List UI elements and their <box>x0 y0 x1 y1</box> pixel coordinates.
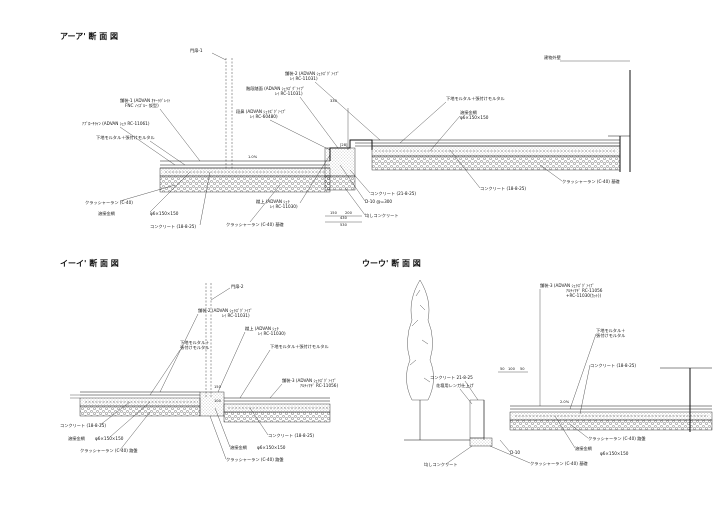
svg-text:100: 100 <box>214 399 222 403</box>
svg-text:コンクリート 21-8-25: コンクリート 21-8-25 <box>430 375 473 381</box>
svg-text:コンクリート (18-8-25): コンクリート (18-8-25) <box>480 186 526 192</box>
svg-text:下地モルタル＋: 下地モルタル＋ <box>596 327 625 334</box>
svg-text:100: 100 <box>508 367 516 371</box>
svg-text:クラッシャーラン (C-40) 基礎: クラッシャーラン (C-40) 基礎 <box>562 178 620 185</box>
svg-text:溶接金網: 溶接金網 <box>98 210 115 217</box>
svg-text:ﾚｲ RC-11031): ﾚｲ RC-11031) <box>290 76 318 81</box>
svg-text:D-10: D-10 <box>510 450 520 455</box>
section-ii: イーイ' 断 面 図 門扉-2 150 100 舗装-2 (ADVAN ｼｪﾗｽ… <box>60 258 338 463</box>
svg-text:均しコンクリート: 均しコンクリート <box>365 212 399 219</box>
section-aa: アーア' 断 面 図 門扉-1 1.0% 330 [28] 150 <box>60 31 631 230</box>
svg-text:下地モルタル＋: 下地モルタル＋ <box>180 339 209 346</box>
svg-text:コンクリート (18-8-25): コンクリート (18-8-25) <box>150 224 196 230</box>
svg-text:クラッシャーラン (C-40) 基礎: クラッシャーラン (C-40) 基礎 <box>226 221 284 228</box>
svg-text:蹴上 (ADVAN ｼｪﾗ: 蹴上 (ADVAN ｼｪﾗ <box>256 198 290 205</box>
svg-text:コンクリート (18-8-25): コンクリート (18-8-25) <box>268 433 314 439</box>
svg-text:舗装-3 (ADVAN ｼｪﾗｽﾞｸﾞｧｲﾌﾟ: 舗装-3 (ADVAN ｼｪﾗｽﾞｸﾞｧｲﾌﾟ <box>282 377 337 384</box>
svg-text:舗装-2 (ADVAN ｼｪﾗｽﾞｸﾞｧｲﾌﾟ: 舗装-2 (ADVAN ｼｪﾗｽﾞｸﾞｧｲﾌﾟ <box>198 307 253 314</box>
svg-text:クラッシャーラン (C-40): クラッシャーラン (C-40) <box>85 200 133 206</box>
svg-text:コンクリート (21-8-25): コンクリート (21-8-25) <box>370 191 416 197</box>
svg-text:D-10 @=300: D-10 @=300 <box>365 199 392 204</box>
svg-text:舗装-1 (ADVAN ｵﾃｰﾗｸﾞﾚｲﾄ: 舗装-1 (ADVAN ｵﾃｰﾗｸﾞﾚｲﾄ <box>120 97 170 104</box>
dim-200: 200 <box>345 211 353 215</box>
svg-text:花壇用レンガ仕上げ: 花壇用レンガ仕上げ <box>436 382 475 389</box>
svg-text:クラッシャーラン (C-40) 路盤: クラッシャーラン (C-40) 路盤 <box>80 447 138 454</box>
svg-text:φ6×150×150: φ6×150×150 <box>150 211 179 216</box>
svg-text:門扉-2: 門扉-2 <box>231 283 244 290</box>
svg-text:+RC-11030(ｶｯﾄ)): +RC-11030(ｶｯﾄ)) <box>566 293 602 299</box>
gate1-label: 門扉-1 <box>190 47 203 54</box>
svg-text:溶接金網: 溶接金網 <box>575 445 592 452</box>
svg-text:舗装-3 (ADVAN ｼｪﾗｽﾞｸﾞｧｲﾌﾟ: 舗装-3 (ADVAN ｼｪﾗｽﾞｸﾞｧｲﾌﾟ <box>540 282 595 289</box>
svg-text:ﾚｲ RC-60480): ﾚｲ RC-60480) <box>250 114 278 119</box>
svg-text:ｱﾙﾃｨﾏﾃﾞ RC-11056): ｱﾙﾃｨﾏﾃﾞ RC-11056) <box>300 383 338 389</box>
section-uu: ウーウ' 断 面 図 2.0% 50 100 50 舗装-3 (ADVAN ｼｪ… <box>362 258 713 468</box>
svg-text:ﾚｲ RC-11031): ﾚｲ RC-11031) <box>275 91 303 96</box>
svg-text:50: 50 <box>520 367 525 371</box>
svg-text:階段踏面 (ADVAN ｼｪﾗｽﾞｸﾞｧｲﾌﾟ: 階段踏面 (ADVAN ｼｪﾗｽﾞｸﾞｧｲﾌﾟ <box>246 85 305 92</box>
svg-text:2.0%: 2.0% <box>560 400 570 404</box>
svg-text:φ6×150×150: φ6×150×150 <box>600 451 629 456</box>
dim-150: 150 <box>330 211 338 215</box>
svg-text:φ6×150×150: φ6×150×150 <box>95 436 124 441</box>
svg-text:150: 150 <box>214 385 222 389</box>
section-uu-title: ウーウ' 断 面 図 <box>362 258 421 268</box>
svg-text:FNC ﾉｲｽﾞﾙｰ 仮型): FNC ﾉｲｽﾞﾙｰ 仮型) <box>125 102 159 109</box>
svg-text:溶接金網: 溶接金網 <box>230 444 247 451</box>
svg-text:φ6×150×150: φ6×150×150 <box>460 115 489 120</box>
slope-label: 1.0% <box>248 155 258 159</box>
svg-text:建物外壁: 建物外壁 <box>544 54 561 61</box>
svg-text:コンクリート (18-8-25): コンクリート (18-8-25) <box>590 363 636 369</box>
svg-text:溶接金網: 溶接金網 <box>68 435 85 442</box>
svg-text:ﾚｲ RC-11031): ﾚｲ RC-11031) <box>222 313 250 318</box>
svg-text:φ6×150×150: φ6×150×150 <box>257 445 286 450</box>
svg-text:ﾚｲ RC-11030): ﾚｲ RC-11030) <box>270 204 298 209</box>
svg-text:50: 50 <box>500 367 505 371</box>
svg-text:張付けモルタル: 張付けモルタル <box>180 344 209 351</box>
svg-text:クラッシャーラン (C-40) 路盤: クラッシャーラン (C-40) 路盤 <box>588 435 646 442</box>
svg-text:舗装-2 (ADVAN ｼｪﾗｽﾞｸﾞｧｲﾌﾟ: 舗装-2 (ADVAN ｼｪﾗｽﾞｸﾞｧｲﾌﾟ <box>285 70 340 77</box>
svg-text:蹴上 (ADVAN ｼｪﾗ: 蹴上 (ADVAN ｼｪﾗ <box>245 325 279 332</box>
svg-text:均しコンクリート: 均しコンクリート <box>424 461 458 468</box>
svg-text:下地モルタル＋張付けモルタル: 下地モルタル＋張付けモルタル <box>270 343 329 350</box>
svg-text:張付けモルタル: 張付けモルタル <box>596 332 625 339</box>
dim-28: [28] <box>340 143 348 147</box>
dim-530: 530 <box>340 223 348 227</box>
svg-text:溶接金網: 溶接金網 <box>460 109 477 116</box>
section-aa-title: アーア' 断 面 図 <box>60 31 118 41</box>
svg-text:クラッシャーラン (C-40) 路盤: クラッシャーラン (C-40) 路盤 <box>226 456 284 463</box>
section-ii-title: イーイ' 断 面 図 <box>60 258 119 268</box>
svg-text:下地モルタル＋張付けモルタル: 下地モルタル＋張付けモルタル <box>96 134 155 141</box>
dim-330: 330 <box>330 99 338 103</box>
svg-text:段鼻 (ADVAN ｼｪﾗｽﾞｸﾞｧｲﾌﾟ: 段鼻 (ADVAN ｼｪﾗｽﾞｸﾞｧｲﾌﾟ <box>236 108 286 115</box>
svg-text:クラッシャーラン (C-40) 基礎: クラッシャーラン (C-40) 基礎 <box>530 460 588 467</box>
svg-text:下地モルタル＋張付けモルタル: 下地モルタル＋張付けモルタル <box>446 95 505 102</box>
svg-text:ｱﾌﾟﾛｰﾁﾗｲﾝ (ADVAN ｼｪﾗ RC-11061): ｱﾌﾟﾛｰﾁﾗｲﾝ (ADVAN ｼｪﾗ RC-11061) <box>82 120 150 127</box>
svg-text:ﾚｲ RC-11030): ﾚｲ RC-11030) <box>258 331 286 336</box>
svg-text:ｱﾙﾃｨﾏﾃﾞ RC-11056: ｱﾙﾃｨﾏﾃﾞ RC-11056 <box>566 288 603 294</box>
svg-text:コンクリート (18-8-25): コンクリート (18-8-25) <box>60 423 106 429</box>
tree-icon <box>406 279 434 401</box>
dim-430: 430 <box>340 216 348 220</box>
